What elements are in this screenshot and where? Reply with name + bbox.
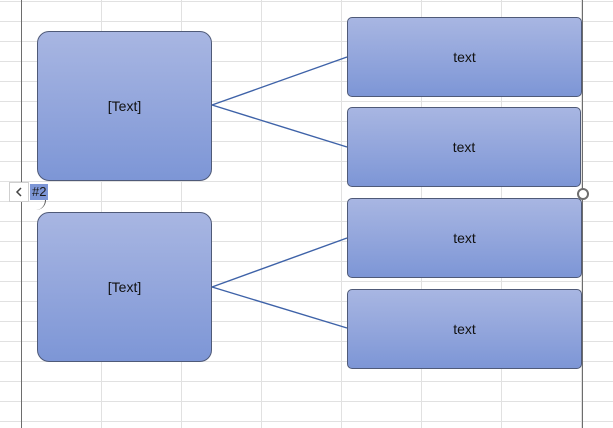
connector-line <box>211 56 348 106</box>
child-shape-2-1-label: text <box>453 230 476 246</box>
parent-shape-2[interactable]: [Text] <box>37 212 212 362</box>
resize-handle[interactable] <box>577 188 589 200</box>
parent-shape-1-label: [Text] <box>107 98 142 114</box>
child-shape-2-2-label: text <box>453 321 476 337</box>
parent-shape-1[interactable]: [Text] <box>37 31 212 181</box>
child-shape-1-1[interactable]: text <box>347 17 582 97</box>
smartart-frame-left-edge <box>21 0 22 428</box>
child-shape-1-2[interactable]: text <box>347 107 581 187</box>
smartart-frame-right-edge <box>582 0 583 428</box>
text-pane-toggle-button[interactable] <box>9 182 29 202</box>
child-shape-2-1[interactable]: text <box>347 198 582 278</box>
connector-line <box>211 237 348 288</box>
chevron-left-icon <box>15 187 22 197</box>
child-shape-1-1-label: text <box>453 49 476 65</box>
parent-shape-2-label: [Text] <box>107 279 142 295</box>
connector-line <box>211 286 348 329</box>
connector-line <box>211 104 348 148</box>
child-shape-1-2-label: text <box>452 139 476 155</box>
child-shape-2-2[interactable]: text <box>347 289 582 369</box>
text-pane-badge: #2 <box>30 184 49 200</box>
